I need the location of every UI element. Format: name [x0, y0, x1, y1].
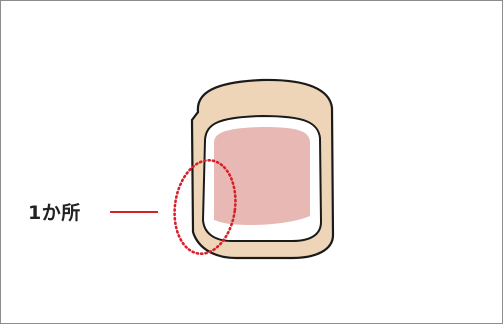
callout-label: 1か所 [28, 198, 81, 225]
nail-bed [214, 127, 310, 225]
